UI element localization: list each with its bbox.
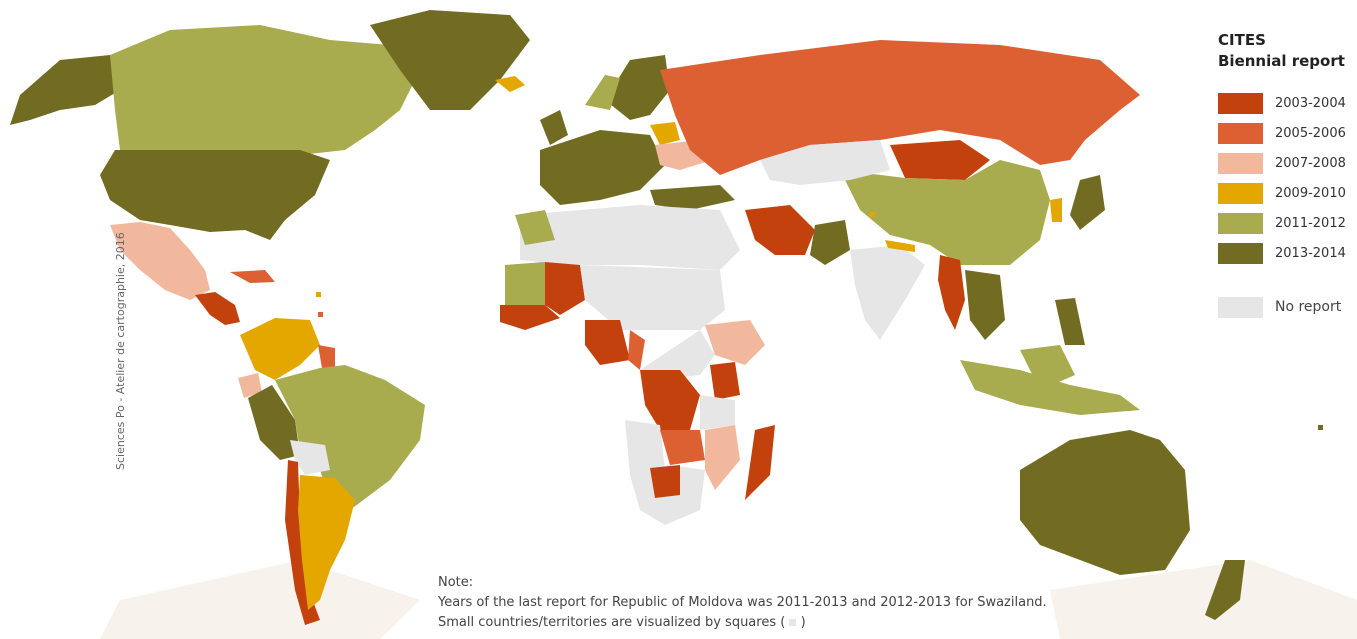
country-botswana xyxy=(650,465,680,498)
map-note: Note: Years of the last report for Repub… xyxy=(438,573,1047,633)
legend-item-2013-2014: 2013-2014 xyxy=(1218,238,1353,268)
country-argentina xyxy=(298,475,355,610)
legend-swatch xyxy=(1218,92,1263,114)
country-mozambique xyxy=(705,425,740,490)
country-turkey xyxy=(650,185,735,210)
small-country-square xyxy=(318,312,323,317)
country-west-africa xyxy=(500,305,560,330)
country-iceland xyxy=(495,76,525,92)
country-ecuador xyxy=(238,373,262,398)
country-mongolia xyxy=(890,140,990,180)
country-australia xyxy=(1020,430,1190,575)
country-belarus xyxy=(650,122,680,145)
country-north-africa xyxy=(520,205,740,270)
small-square-sample xyxy=(789,619,797,626)
country-uk xyxy=(540,110,568,145)
country-mexico xyxy=(110,222,210,300)
country-new-zealand xyxy=(1205,560,1245,620)
legend-label: 2007-2008 xyxy=(1275,155,1346,171)
legend-label: 2005-2006 xyxy=(1275,125,1346,141)
note-line2-suffix: ) xyxy=(800,615,806,630)
legend-label-no-report: No report xyxy=(1275,299,1342,315)
country-china xyxy=(840,160,1050,265)
country-kenya xyxy=(710,362,740,400)
country-chile xyxy=(285,460,320,625)
country-kazakhstan xyxy=(760,140,890,185)
country-scandinavia xyxy=(605,55,670,120)
country-sahel xyxy=(580,265,725,330)
country-alaska xyxy=(10,55,120,125)
legend-item-2005-2006: 2005-2006 xyxy=(1218,118,1353,148)
legend-title-line2: Biennial report xyxy=(1218,52,1345,70)
country-tanzania xyxy=(700,395,735,430)
country-mauritania xyxy=(505,262,545,305)
legend-swatch-no-report xyxy=(1218,296,1263,318)
country-mali xyxy=(545,262,585,315)
country-drc xyxy=(640,370,700,430)
legend-item-2007-2008: 2007-2008 xyxy=(1218,148,1353,178)
country-philippines xyxy=(1055,298,1085,345)
country-cameroon xyxy=(628,330,645,370)
country-nigeria xyxy=(585,320,630,365)
country-japan xyxy=(1070,175,1105,230)
country-madagascar xyxy=(745,425,775,500)
country-central-america xyxy=(195,292,240,325)
country-korea xyxy=(1050,198,1062,222)
country-venezuela-colombia xyxy=(240,318,320,380)
note-line1: Years of the last report for Republic of… xyxy=(438,595,1047,610)
country-myanmar xyxy=(938,255,965,330)
country-india xyxy=(850,245,925,340)
country-nepal xyxy=(885,240,915,252)
small-country-square xyxy=(316,292,321,297)
country-guyana xyxy=(318,345,335,368)
country-malaysia-borneo xyxy=(1020,345,1075,390)
legend-label: 2011-2012 xyxy=(1275,215,1346,231)
relief-shading xyxy=(100,560,420,639)
small-country-square xyxy=(870,212,875,217)
country-norway xyxy=(585,75,620,110)
legend-item-2011-2012: 2011-2012 xyxy=(1218,208,1353,238)
country-peru xyxy=(248,385,300,460)
map-legend: CITES Biennial report 2003-2004 2005-200… xyxy=(1218,30,1353,322)
country-zambia xyxy=(660,430,705,465)
legend-items: 2003-2004 2005-2006 2007-2008 2009-2010 … xyxy=(1218,88,1353,268)
country-west-europe xyxy=(540,130,665,205)
legend-item-no-report: No report xyxy=(1218,292,1353,322)
legend-swatch xyxy=(1218,122,1263,144)
note-heading: Note: xyxy=(438,575,474,590)
note-line2-prefix: Small countries/territories are visualiz… xyxy=(438,615,786,630)
country-greenland xyxy=(370,10,530,110)
legend-item-2003-2004: 2003-2004 xyxy=(1218,88,1353,118)
country-russia xyxy=(660,40,1140,175)
legend-swatch xyxy=(1218,152,1263,174)
country-iran xyxy=(745,205,815,255)
legend-label: 2013-2014 xyxy=(1275,245,1346,261)
legend-title: CITES Biennial report xyxy=(1218,30,1353,72)
country-morocco xyxy=(515,210,555,245)
map-credit: Sciences Po - Atelier de cartographie, 2… xyxy=(114,232,127,470)
legend-item-2009-2010: 2009-2010 xyxy=(1218,178,1353,208)
country-united-states xyxy=(100,150,330,240)
country-angola xyxy=(625,420,665,475)
legend-label: 2003-2004 xyxy=(1275,95,1346,111)
legend-label: 2009-2010 xyxy=(1275,185,1346,201)
legend-swatch xyxy=(1218,182,1263,204)
small-country-square xyxy=(1318,425,1323,430)
legend-title-line1: CITES xyxy=(1218,31,1266,49)
legend-swatch xyxy=(1218,242,1263,264)
country-bolivia xyxy=(290,440,330,475)
country-southeast-asia xyxy=(965,270,1005,340)
country-cuba xyxy=(230,270,275,283)
country-central-africa xyxy=(640,330,715,380)
country-brazil xyxy=(275,365,425,510)
country-pakistan xyxy=(810,220,850,265)
note-line2: Small countries/territories are visualiz… xyxy=(438,613,1047,633)
relief-shading xyxy=(1050,560,1357,639)
country-ethiopia xyxy=(705,320,765,365)
country-canada xyxy=(110,25,420,155)
country-indonesia xyxy=(960,360,1140,415)
legend-swatch xyxy=(1218,212,1263,234)
